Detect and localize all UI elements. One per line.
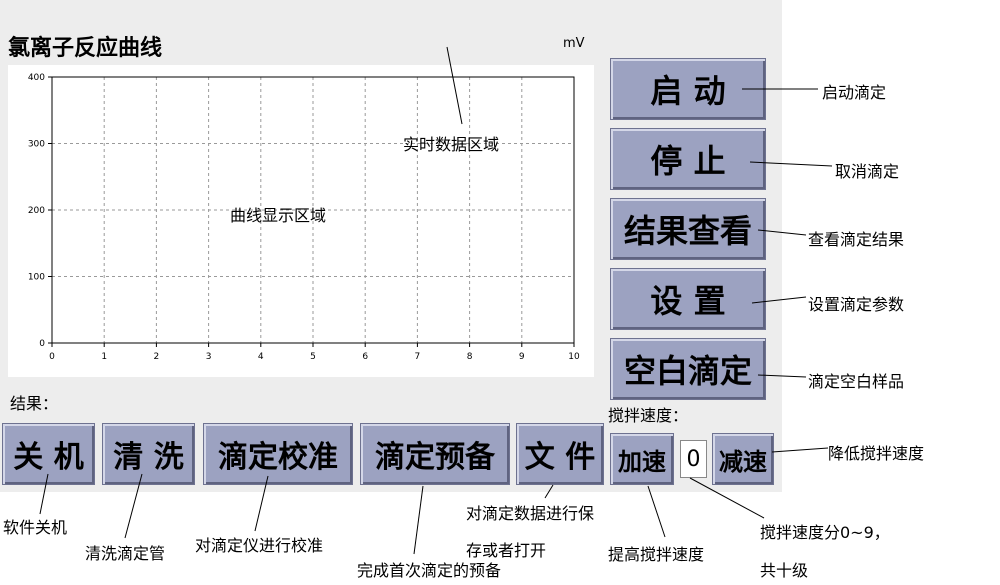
x-tick-label: 0 [49,352,55,362]
blank-titration-button[interactable]: 空白滴定 [610,338,766,400]
speed-value-display: 0 [680,440,707,478]
view-results-button[interactable]: 结果查看 [610,198,766,260]
curve-area-label: 曲线显示区域 [230,206,327,225]
speed-up-desc: 提高搅拌速度 [608,545,705,564]
shutdown-button[interactable]: 关 机 [2,423,95,485]
stop-desc: 取消滴定 [835,162,900,181]
speed-label: 搅拌速度： [608,406,689,425]
start-button[interactable]: 启 动 [610,58,766,120]
y-tick-label: 400 [28,73,45,83]
x-tick-label: 4 [258,352,264,362]
y-tick-label: 100 [28,273,45,283]
unit-label: mV [563,36,585,51]
x-tick-label: 1 [101,352,107,362]
settings-desc: 设置滴定参数 [808,295,905,314]
clean-desc: 清洗滴定管 [85,544,166,563]
speed-desc-line2: 共十级 [760,561,809,580]
x-tick-label: 8 [467,352,473,362]
y-tick-label: 200 [28,206,45,216]
prepare-desc: 完成首次滴定的预备 [357,561,502,580]
chart-title: 氯离子反应曲线 [8,36,163,61]
calibrate-button[interactable]: 滴定校准 [203,423,353,485]
speed-up-button[interactable]: 加速 [610,433,674,485]
result-label: 结果： [10,394,59,413]
settings-button[interactable]: 设 置 [610,268,766,330]
prepare-button[interactable]: 滴定预备 [360,423,510,485]
clean-button[interactable]: 清 洗 [102,423,195,485]
start-desc: 启动滴定 [822,83,887,102]
view-results-desc: 查看滴定结果 [808,230,905,249]
x-tick-label: 6 [362,352,368,362]
speed-desc-line1: 搅拌速度分0~9， [760,523,890,542]
file-desc-line1: 对滴定数据进行保 [466,504,595,523]
file-desc-line2: 存或者打开 [466,541,547,560]
calibrate-desc: 对滴定仪进行校准 [195,536,324,555]
x-tick-label: 10 [568,352,580,362]
stop-button[interactable]: 停 止 [610,128,766,190]
x-tick-label: 9 [519,352,525,362]
file-button[interactable]: 文 件 [516,423,604,485]
realtime-area-label: 实时数据区域 [403,135,500,154]
x-tick-label: 2 [154,352,160,362]
y-tick-label: 0 [39,339,45,349]
speed-down-button[interactable]: 减速 [712,433,774,485]
speed-down-desc: 降低搅拌速度 [828,444,925,463]
x-tick-label: 7 [415,352,421,362]
shutdown-desc: 软件关机 [3,518,68,537]
y-tick-label: 300 [28,140,45,150]
x-tick-label: 3 [206,352,212,362]
x-tick-label: 5 [310,352,316,362]
blank-titration-desc: 滴定空白样品 [808,372,905,391]
